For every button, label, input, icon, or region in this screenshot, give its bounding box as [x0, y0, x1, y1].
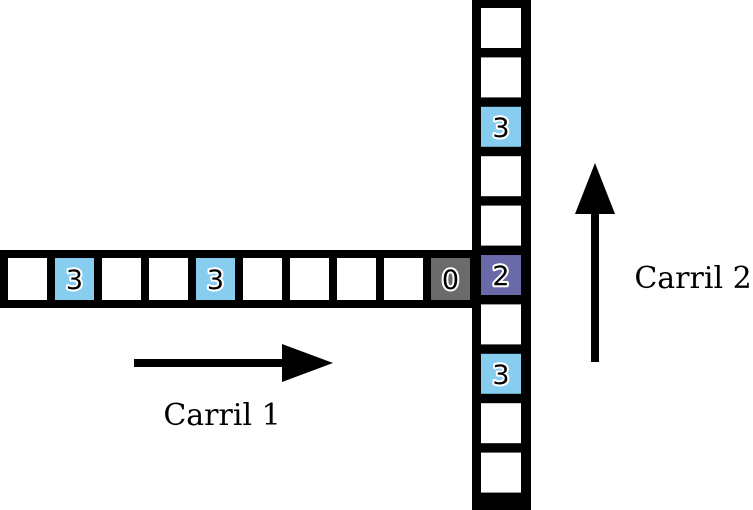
lane-1-cell: 3 [196, 258, 235, 300]
lane-1-cell [8, 258, 47, 300]
lane-2-label: Carril 2 [634, 261, 751, 296]
lane-2-arrow [575, 163, 615, 362]
lane-1-cell [384, 258, 423, 300]
lane-2-cell [481, 452, 521, 493]
lane-1-cell-fill [431, 258, 470, 300]
lane-2-cell-fill [481, 156, 521, 197]
lane-2-cell: 3 [481, 353, 521, 394]
lane-2-cell-value: 3 [492, 113, 509, 144]
lane-1-cell [337, 258, 376, 300]
lane-2-road: 3 2 3 [472, 0, 531, 510]
lane-1-cell-fill [384, 258, 423, 300]
lane-2-cell [481, 304, 521, 345]
lane-1-cell-fill [196, 258, 235, 300]
intersection-cell: 2 [481, 255, 521, 295]
lane-2-cell [481, 8, 521, 48]
lane-1-road: 3 3 0 [0, 250, 476, 308]
lane-2-cell-fill [481, 106, 521, 147]
lane-2-cell-fill [481, 304, 521, 345]
lane-1-cell-value: 3 [66, 265, 83, 296]
lane-1-cell [290, 258, 329, 300]
lane-1-cell-value: 3 [207, 265, 224, 296]
lane-1-cell [102, 258, 141, 300]
lane-2-cell: 3 [481, 106, 521, 147]
intersection-cell-fill [481, 255, 521, 295]
lane-1-cell-fill [8, 258, 47, 300]
lane-2-cell-fill [481, 353, 521, 394]
lane-1-cell-fill [102, 258, 141, 300]
lane-1-cell [149, 258, 188, 300]
lane-2-cell-fill [481, 8, 521, 48]
lane-1-cell [243, 258, 282, 300]
lane-1-cell: 3 [55, 258, 94, 300]
lane-2-cell-fill [481, 403, 521, 444]
lane-2-cell [481, 156, 521, 197]
lane-1-cell-value: 0 [442, 265, 459, 296]
lane-1-cell-fill [290, 258, 329, 300]
lane-2-cell [481, 57, 521, 98]
lane-2-cell-value: 3 [492, 360, 509, 391]
intersection-cell-value: 2 [492, 261, 509, 292]
lane-1-cell-fill [243, 258, 282, 300]
lane-2-cell [481, 205, 521, 246]
lane-2-cell-fill [481, 452, 521, 493]
lane-1-arrow-head [282, 344, 333, 382]
lane-2-cell-fill [481, 57, 521, 98]
lane-2-cell [481, 403, 521, 444]
lane-1-label: Carril 1 [163, 398, 280, 433]
lane-1-cell-fill [337, 258, 376, 300]
lane-1-cell: 0 [431, 258, 470, 300]
lane-2-arrow-head [575, 163, 615, 214]
lane-2-cell-fill [481, 205, 521, 246]
lane-1-cell-fill [55, 258, 94, 300]
lane-1-cell-fill [149, 258, 188, 300]
lane-1-arrow [134, 344, 333, 382]
